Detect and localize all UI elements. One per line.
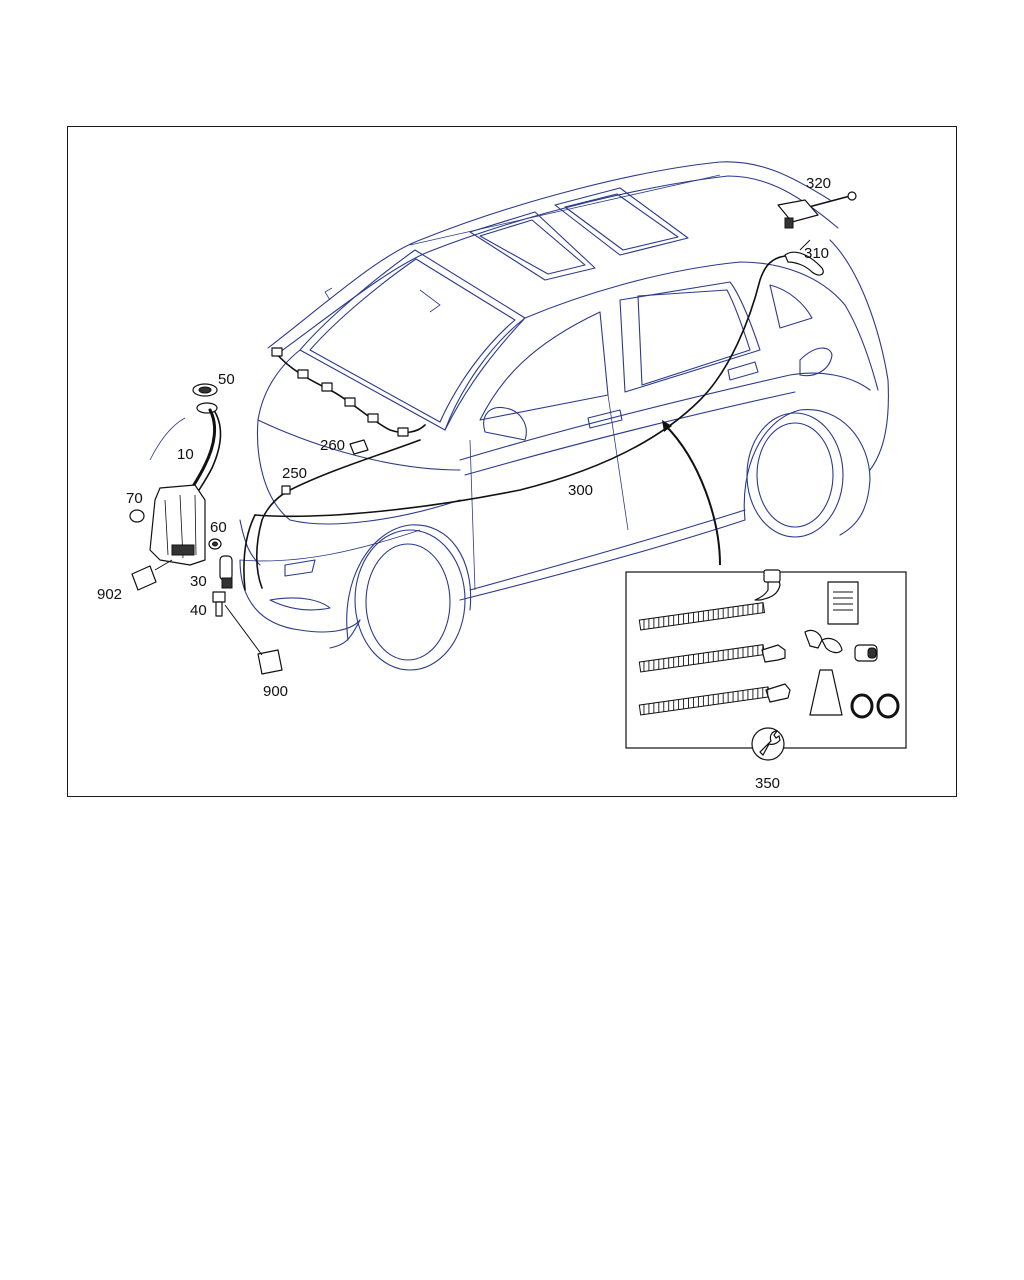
label-60: 60 [210, 519, 227, 536]
kit-hose-long [638, 683, 791, 716]
label-902: 902 [97, 586, 122, 603]
repair-kit-inset [625, 569, 907, 761]
kit-funnel [809, 669, 843, 716]
label-tag-900 [257, 649, 283, 675]
kit-clip [804, 629, 823, 649]
kit-o-ring-2 [876, 693, 900, 719]
connector-310 [784, 251, 824, 276]
rear-nozzle-320 [777, 191, 857, 229]
cowl-hose-clips [271, 347, 409, 437]
wrench-icon [751, 727, 785, 761]
label-40: 40 [190, 602, 207, 619]
washer-parts [129, 191, 857, 675]
label-350: 350 [755, 775, 780, 792]
kit-o-ring-1 [850, 693, 874, 719]
cap-70 [129, 509, 145, 523]
washer-tank-902 [149, 484, 206, 566]
pump-30 [219, 555, 233, 589]
callout-labels: 50 10 70 60 30 40 902 900 250 260 300 31… [97, 175, 831, 792]
label-30: 30 [190, 573, 207, 590]
nozzle-50 [192, 383, 218, 414]
label-250: 250 [282, 465, 307, 482]
label-tag-902 [131, 565, 157, 591]
instruction-sheet [827, 581, 859, 625]
label-50: 50 [218, 371, 235, 388]
label-300: 300 [568, 482, 593, 499]
label-310: 310 [804, 245, 829, 262]
label-260: 260 [320, 437, 345, 454]
clip-260 [349, 439, 369, 455]
label-10: 10 [177, 446, 194, 463]
label-320: 320 [806, 175, 831, 192]
kit-connector [854, 644, 878, 662]
plug-40 [212, 591, 226, 617]
vehicle-outline [239, 161, 889, 671]
label-70: 70 [126, 490, 143, 507]
kit-hose-ribs [643, 602, 769, 715]
label-900: 900 [263, 683, 288, 700]
